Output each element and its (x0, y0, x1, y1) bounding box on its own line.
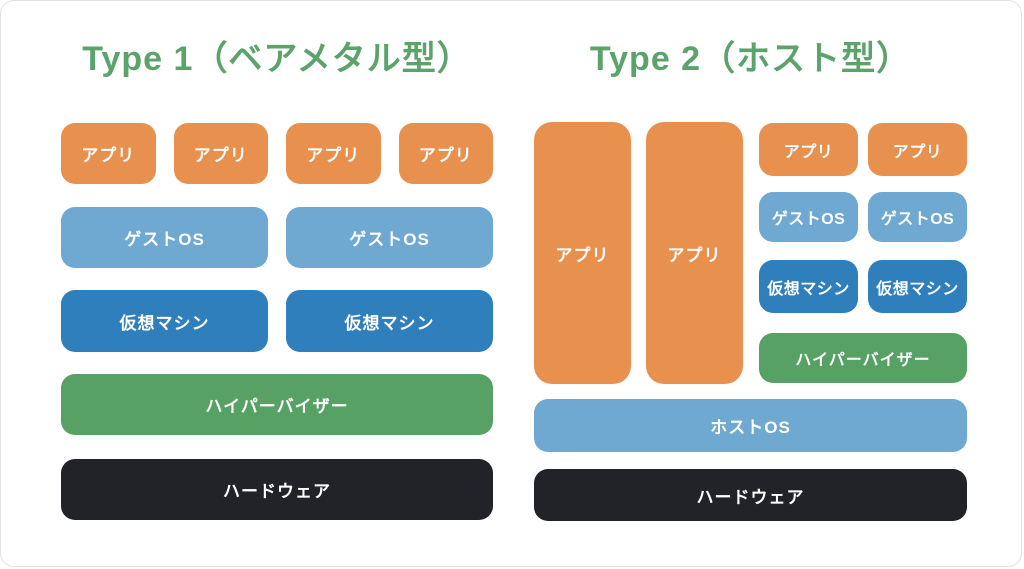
type1-app-box: アプリ (398, 123, 493, 184)
type2-tall-app-box: アプリ (646, 122, 743, 384)
type2-tall-app-box: アプリ (534, 122, 631, 384)
type2-guest-os-row: ゲストOS ゲストOS (759, 192, 967, 242)
type1-app-box: アプリ (61, 123, 156, 184)
type1-title: Type 1（ベアメタル型） (82, 40, 472, 78)
type2-vm-row: 仮想マシン 仮想マシン (759, 260, 967, 313)
type1-guest-os-row: ゲストOS ゲストOS (61, 207, 493, 268)
type2-guest-os-box: ゲストOS (759, 192, 858, 242)
type1-guest-os-box: ゲストOS (286, 207, 493, 268)
type1-vm-row: 仮想マシン 仮想マシン (61, 290, 493, 352)
type2-app-box: アプリ (759, 123, 858, 176)
type2-app-box: アプリ (868, 123, 967, 176)
type2-guest-os-box: ゲストOS (868, 192, 967, 242)
type2-hypervisor-box: ハイパーバイザー (759, 333, 967, 383)
type1-vm-box: 仮想マシン (61, 290, 268, 352)
type2-title: Type 2（ホスト型） (589, 40, 912, 78)
type2-vm-box: 仮想マシン (759, 260, 858, 313)
type2-app-row: アプリ アプリ (759, 123, 967, 176)
type1-hypervisor-box: ハイパーバイザー (61, 374, 493, 435)
type1-app-box: アプリ (173, 123, 268, 184)
type1-app-box: アプリ (286, 123, 381, 184)
type1-guest-os-box: ゲストOS (61, 207, 268, 268)
type2-vm-box: 仮想マシン (868, 260, 967, 313)
type1-hardware-box: ハードウェア (61, 459, 493, 520)
type1-vm-box: 仮想マシン (286, 290, 493, 352)
type1-app-row: アプリ アプリ アプリ アプリ (61, 123, 493, 184)
type2-hardware-box: ハードウェア (534, 469, 967, 521)
type2-host-os-box: ホストOS (534, 399, 967, 452)
